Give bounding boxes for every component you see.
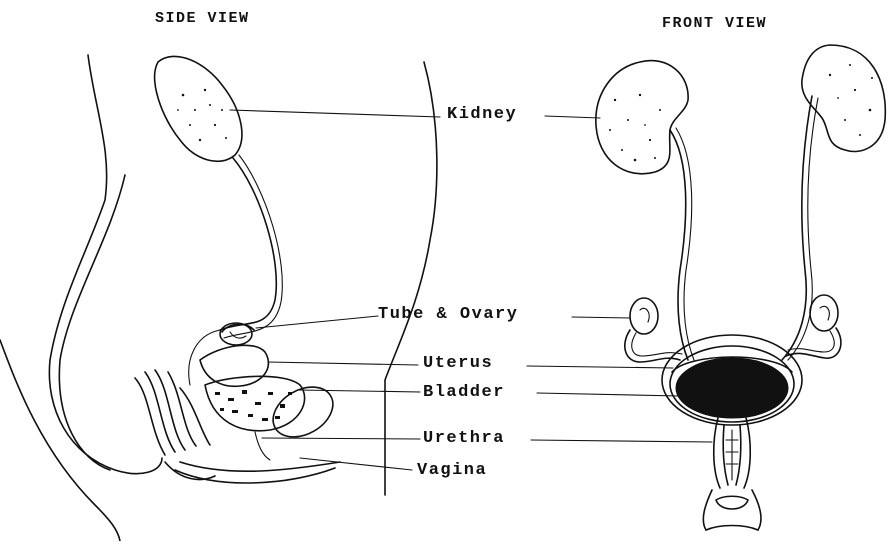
side-ureter <box>220 158 276 330</box>
leader-vagina <box>300 458 412 470</box>
label-tube-ovary: Tube & Ovary <box>378 306 518 323</box>
leader-bladder-left <box>298 390 420 392</box>
leader-kidney-right <box>545 116 600 118</box>
front-urethra <box>714 418 751 488</box>
side-kidney <box>155 56 242 161</box>
leader-tube-right <box>572 317 630 318</box>
leader-urethra-right <box>531 440 712 442</box>
front-kidney-right <box>802 45 886 151</box>
label-urethra: Urethra <box>423 430 505 447</box>
leader-urethra-left <box>262 438 420 439</box>
leader-bladder-right <box>537 393 680 396</box>
label-uterus: Uterus <box>423 355 493 372</box>
side-body-inner <box>59 175 125 470</box>
label-vagina: Vagina <box>417 462 487 479</box>
leader-lines <box>230 110 712 470</box>
front-ovary-right <box>786 295 841 358</box>
leader-uterus-right <box>527 366 673 368</box>
leader-kidney-left <box>230 110 440 117</box>
side-uterus <box>200 345 268 386</box>
label-kidney: Kidney <box>447 106 517 123</box>
front-view-drawing <box>596 45 885 530</box>
front-ureter-right <box>782 96 812 360</box>
label-bladder: Bladder <box>423 384 505 401</box>
side-view-drawing <box>0 55 437 541</box>
front-bladder <box>662 335 802 425</box>
side-vagina <box>264 377 341 447</box>
front-vulva <box>703 490 761 530</box>
front-ovary-left <box>625 298 682 362</box>
front-kidney-left <box>596 61 688 174</box>
front-view-title: FRONT VIEW <box>662 16 767 31</box>
leader-uterus-left <box>268 362 418 365</box>
side-body-outline <box>49 55 162 474</box>
side-view-title: SIDE VIEW <box>155 11 250 26</box>
